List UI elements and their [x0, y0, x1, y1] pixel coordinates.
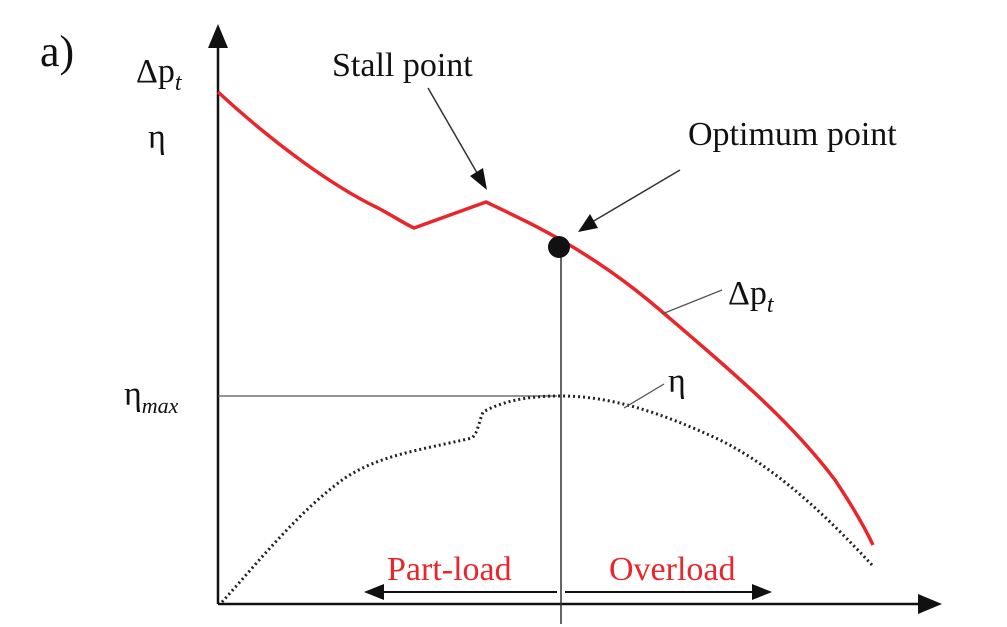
optimum-point-arrowhead — [578, 214, 598, 232]
stall-point-arrowhead — [470, 168, 487, 190]
optimum-point-marker — [548, 236, 570, 258]
stall-point-label: Stall point — [332, 47, 473, 84]
overload-arrowhead — [752, 584, 772, 600]
eta-max-label: ηmax — [124, 376, 179, 418]
panel-label: a) — [40, 27, 74, 76]
pressure-curve — [216, 90, 875, 546]
optimum-point-leader-line — [591, 169, 681, 223]
efficiency-curve-leader-line — [623, 383, 665, 409]
y-axis-label-pressure: Δpt — [136, 53, 183, 96]
x-axis-arrowhead — [918, 594, 942, 614]
pressure-curve-label: Δpt — [728, 275, 775, 318]
part-load-arrowhead — [364, 584, 384, 600]
efficiency-curve-label: η — [668, 363, 686, 400]
optimum-point-label: Optimum point — [688, 116, 897, 153]
efficiency-curve — [220, 394, 875, 604]
part-load-label: Part-load — [387, 551, 512, 588]
overload-label: Overload — [609, 551, 736, 588]
y-axis-arrowhead — [208, 24, 228, 48]
pressure-curve-leader-line — [661, 289, 723, 315]
stall-point-leader-line — [427, 87, 481, 179]
y-axis-label-efficiency: η — [148, 119, 166, 156]
